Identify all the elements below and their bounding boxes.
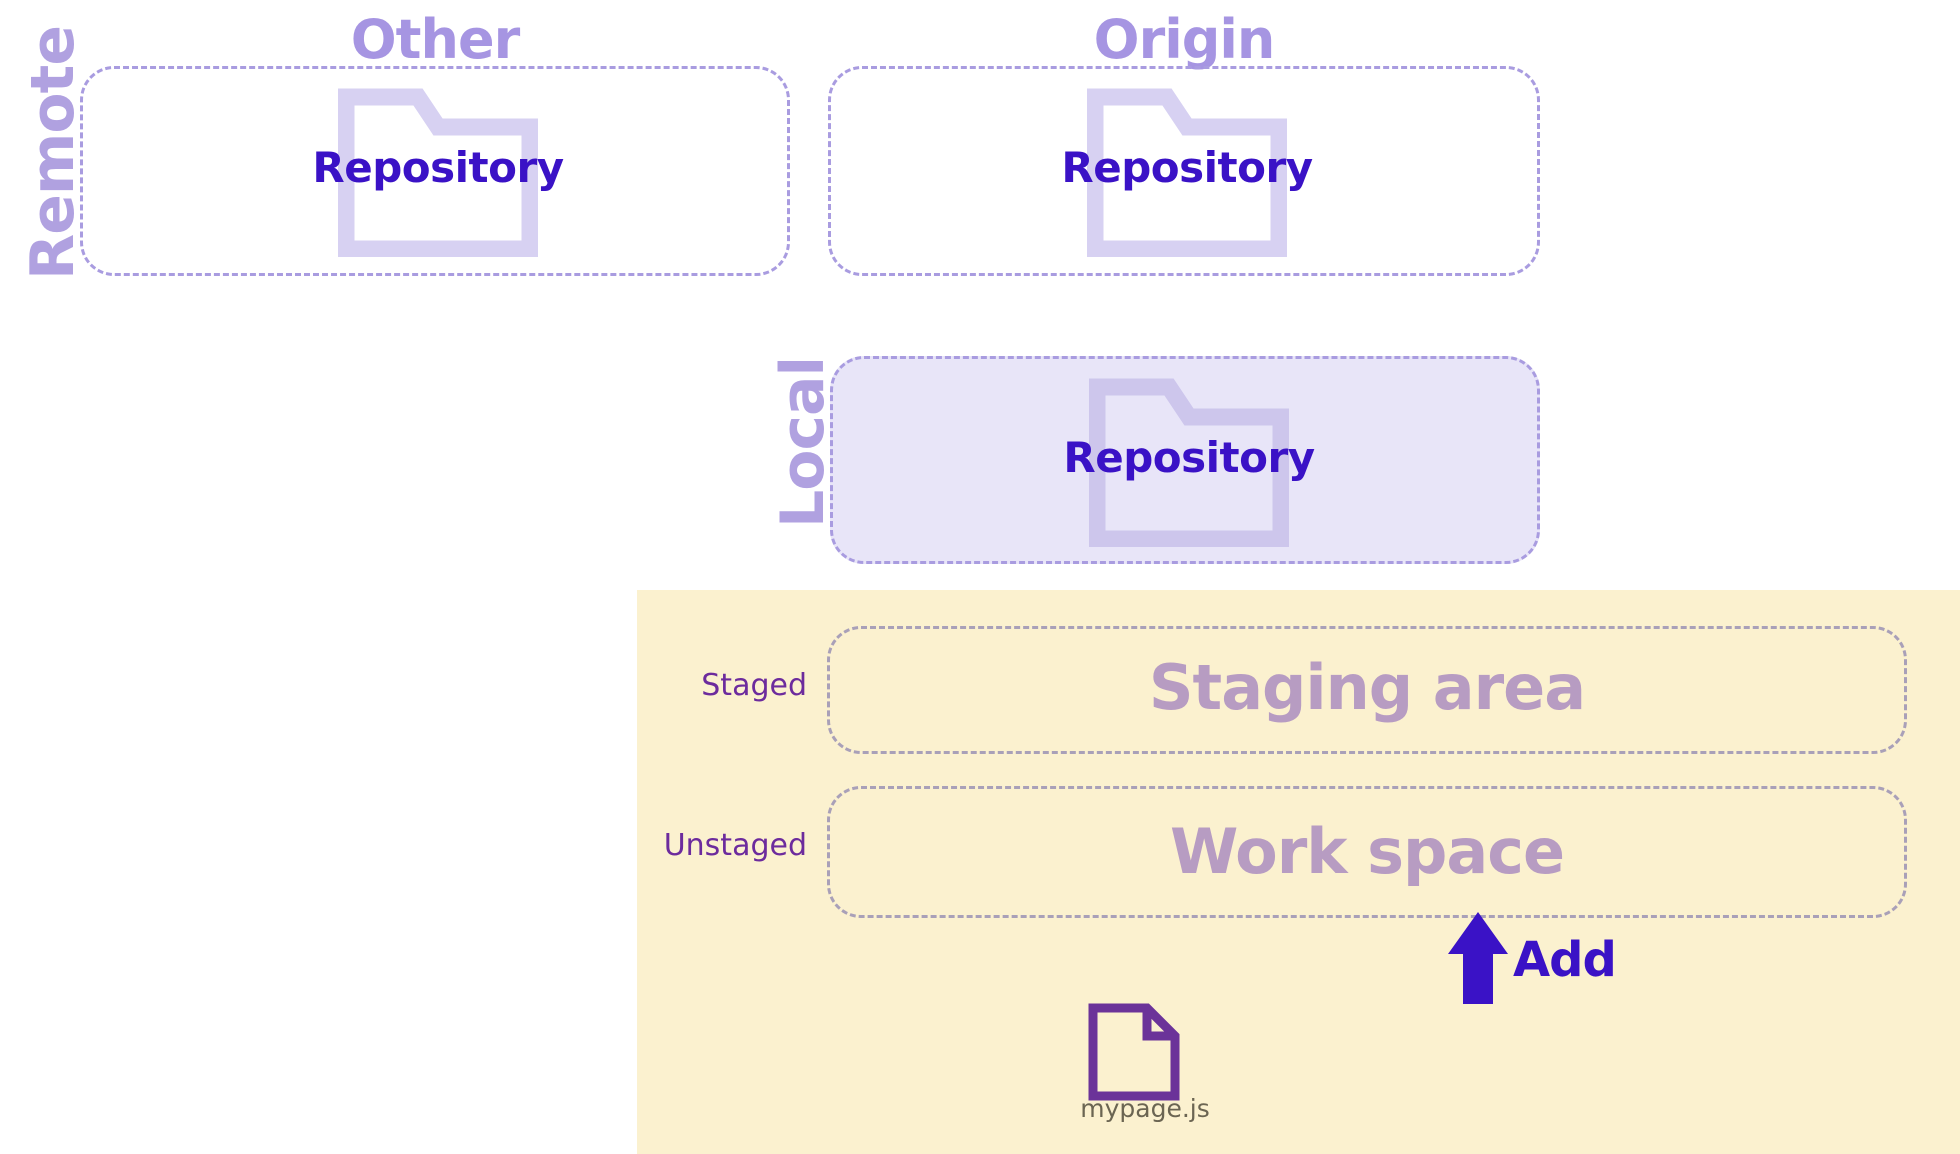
zone-title-origin: Origin bbox=[1093, 8, 1276, 71]
repository-group-local[interactable]: Repository bbox=[1063, 377, 1315, 547]
file-name-label: mypage.js bbox=[1080, 1094, 1210, 1123]
side-label-local: Local bbox=[768, 356, 838, 528]
stage-label-unstaged: Unstaged bbox=[663, 828, 807, 863]
stage-label-staged: Staged bbox=[701, 668, 807, 703]
remote-zone-other[interactable]: Repository bbox=[80, 66, 790, 276]
zone-title-other: Other bbox=[350, 8, 520, 71]
local-zone-repository[interactable]: Repository bbox=[830, 356, 1540, 564]
remote-zone-origin[interactable]: Repository bbox=[828, 66, 1540, 276]
arrow-up-icon[interactable] bbox=[1446, 910, 1510, 1006]
work-space-box[interactable]: Work space bbox=[827, 786, 1907, 918]
staging-area-title: Staging area bbox=[1148, 651, 1586, 724]
add-arrow-label: Add bbox=[1513, 932, 1617, 988]
repository-label-local: Repository bbox=[1063, 433, 1315, 482]
folder-icon bbox=[1087, 88, 1287, 257]
repository-group-other[interactable]: Repository bbox=[312, 87, 564, 257]
repository-group-origin[interactable]: Repository bbox=[1061, 87, 1313, 257]
staging-area-box[interactable]: Staging area bbox=[827, 626, 1907, 754]
file-document-icon bbox=[1088, 1003, 1180, 1101]
side-label-remote: Remote bbox=[18, 25, 88, 280]
workspace-panel: Staged Staging area Unstaged Work space bbox=[637, 590, 1960, 1154]
repository-label-other: Repository bbox=[312, 143, 564, 192]
file-item-mypage-js[interactable]: mypage.js bbox=[1080, 1002, 1210, 1132]
work-space-title: Work space bbox=[1169, 815, 1565, 888]
folder-icon bbox=[338, 88, 538, 257]
folder-icon bbox=[1089, 378, 1289, 547]
repository-label-origin: Repository bbox=[1061, 143, 1313, 192]
